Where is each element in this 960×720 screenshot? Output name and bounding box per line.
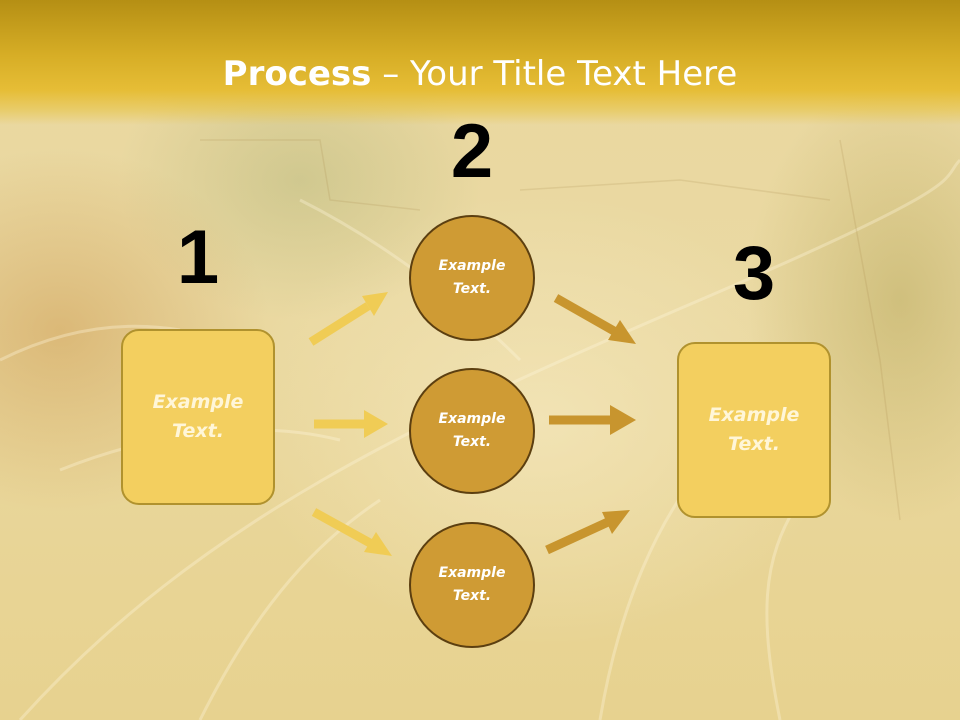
arrow-right-middle bbox=[549, 405, 636, 435]
step-number-2: 2 bbox=[450, 109, 494, 194]
arrow-left-down bbox=[311, 508, 392, 556]
step-1-text: Example Text. bbox=[152, 391, 244, 442]
title-dash: – bbox=[371, 54, 411, 94]
step-1-box: Example Text. bbox=[121, 329, 275, 505]
step-2-circle-top: Example Text. bbox=[409, 215, 535, 341]
title-rest: Your Title Text Here bbox=[410, 54, 738, 94]
header-band bbox=[0, 0, 960, 125]
arrow-left-up bbox=[308, 292, 388, 346]
circle-text: Example Text. bbox=[438, 411, 506, 450]
arrow-left-middle bbox=[314, 410, 388, 438]
title-bold: Process bbox=[222, 54, 372, 94]
step-number-3: 3 bbox=[732, 231, 776, 316]
step-2-circle-bottom: Example Text. bbox=[409, 522, 535, 648]
step-3-text: Example Text. bbox=[708, 404, 800, 455]
page-title: Process – Your Title Text Here bbox=[0, 52, 960, 96]
arrow-right-up bbox=[545, 510, 630, 555]
step-3-box: Example Text. bbox=[677, 342, 831, 518]
arrow-right-down bbox=[553, 294, 636, 344]
step-2-circle-middle: Example Text. bbox=[409, 368, 535, 494]
step-number-1: 1 bbox=[176, 215, 220, 300]
circle-text: Example Text. bbox=[438, 258, 506, 297]
circle-text: Example Text. bbox=[438, 565, 506, 604]
